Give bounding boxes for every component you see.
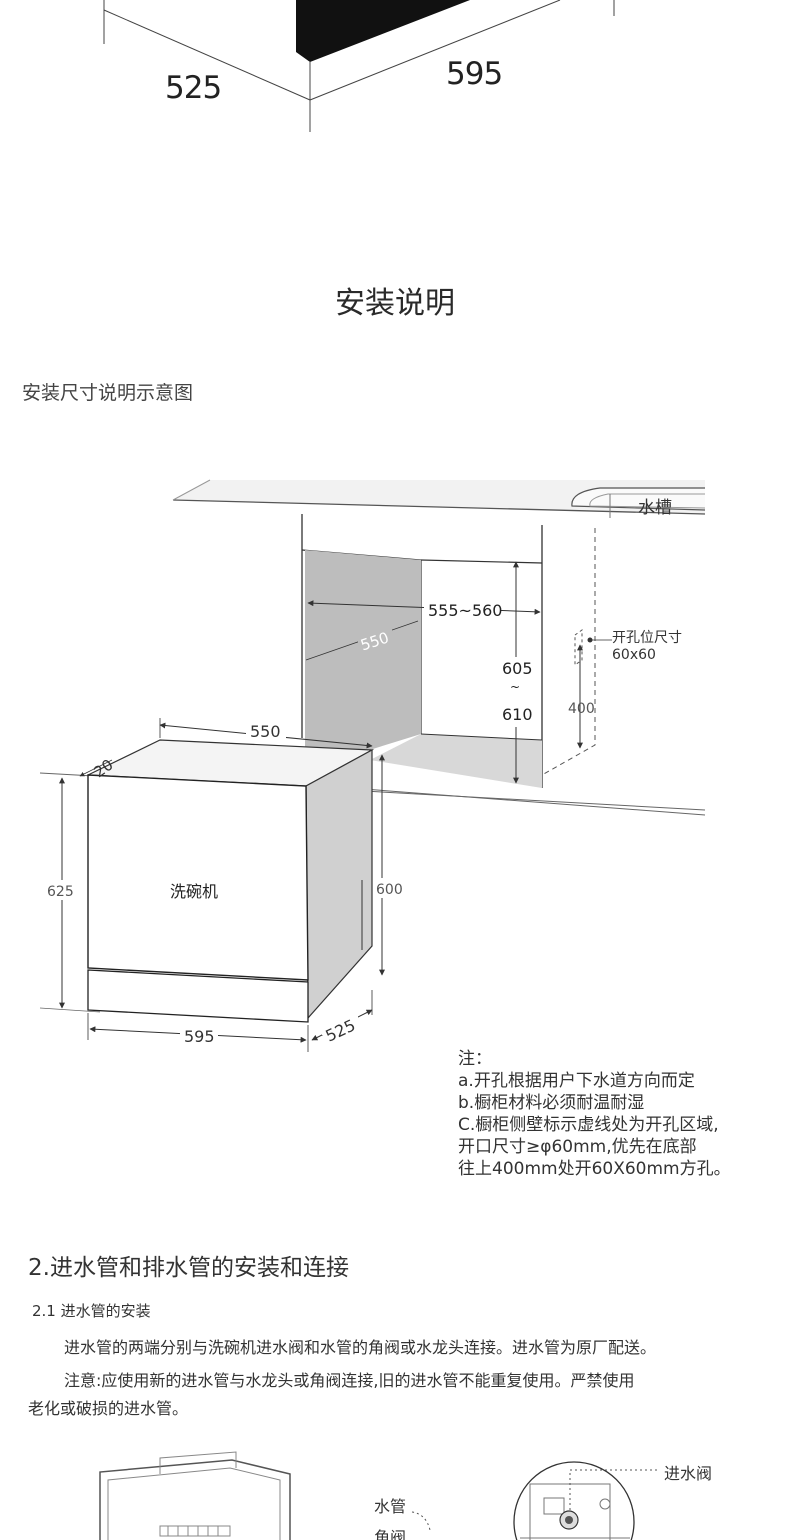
notes-block: 注： a.开孔根据用户下水道方向而定 b.橱柜材料必须耐温耐湿 C.橱柜侧壁标示…: [458, 1048, 731, 1180]
hole-label-line1: 开孔位尺寸: [612, 630, 682, 646]
appliance-depth-label: 550: [250, 722, 281, 741]
water-pipe-label: 水管: [374, 1497, 407, 1516]
paragraph: 老化或破损的进水管。: [28, 1399, 189, 1418]
depth-dimension: 525: [165, 70, 222, 106]
notes-heading: 注：: [458, 1049, 492, 1069]
cabinet-floor: [370, 734, 542, 788]
note-item: b.橱柜材料必须耐温耐湿: [458, 1093, 645, 1113]
inlet-valve-detail: [513, 1461, 635, 1540]
dishwasher-front: [87, 774, 309, 981]
page-title: 安装说明: [335, 286, 455, 321]
section-heading: 2.进水管和排水管的安装和连接: [28, 1255, 349, 1281]
top-dimension-drawing: [103, 0, 615, 132]
total-height-label: 625: [47, 884, 74, 900]
opening-height-top: 605: [502, 659, 533, 678]
width-dimension: 595: [446, 56, 503, 92]
hole-label-line2: 60x60: [612, 647, 656, 663]
dishwasher-label: 洗碗机: [170, 882, 218, 901]
sink-label: 水槽: [638, 498, 672, 518]
paragraph: 注意:应使用新的进水管与水龙头或角阀连接,旧的进水管不能重复使用。严禁使用: [64, 1371, 635, 1390]
body-height-label: 600: [376, 882, 403, 898]
paragraph: 进水管的两端分别与洗碗机进水阀和水管的角阀或水龙头连接。进水管为原厂配送。: [64, 1338, 657, 1357]
angle-valve-label: 角阀: [374, 1528, 407, 1540]
appliance-width-label: 595: [184, 1027, 215, 1046]
opening-height-sep: ~: [510, 680, 520, 694]
figure-caption: 安装尺寸说明示意图: [22, 382, 194, 404]
cabinet-left-wall: [305, 550, 421, 770]
hole-marker: [587, 637, 593, 643]
opening-width-label: 555~560: [428, 601, 502, 620]
appliance-black-panel: [296, 0, 470, 62]
opening-height-bottom: 610: [502, 705, 533, 724]
note-item: C.橱柜侧壁标示虚线处为开孔区域,: [458, 1115, 719, 1135]
hole-height-label: 400: [568, 701, 595, 717]
dishwasher-kick-panel: [87, 969, 309, 1023]
installation-diagram: 水槽 开孔位尺寸 60x60 400 555~560 550 605 ~ 610…: [39, 479, 706, 1052]
subsection-heading: 2.1 进水管的安装: [32, 1302, 151, 1320]
inlet-valve-label: 进水阀: [664, 1464, 713, 1483]
note-item: a.开孔根据用户下水道方向而定: [458, 1071, 695, 1091]
note-item: 往上400mm处开60X60mm方孔。: [458, 1159, 731, 1179]
note-item: 开口尺寸≥φ60mm,优先在底部: [458, 1137, 697, 1157]
inlet-hose-illustration: [99, 1451, 660, 1540]
